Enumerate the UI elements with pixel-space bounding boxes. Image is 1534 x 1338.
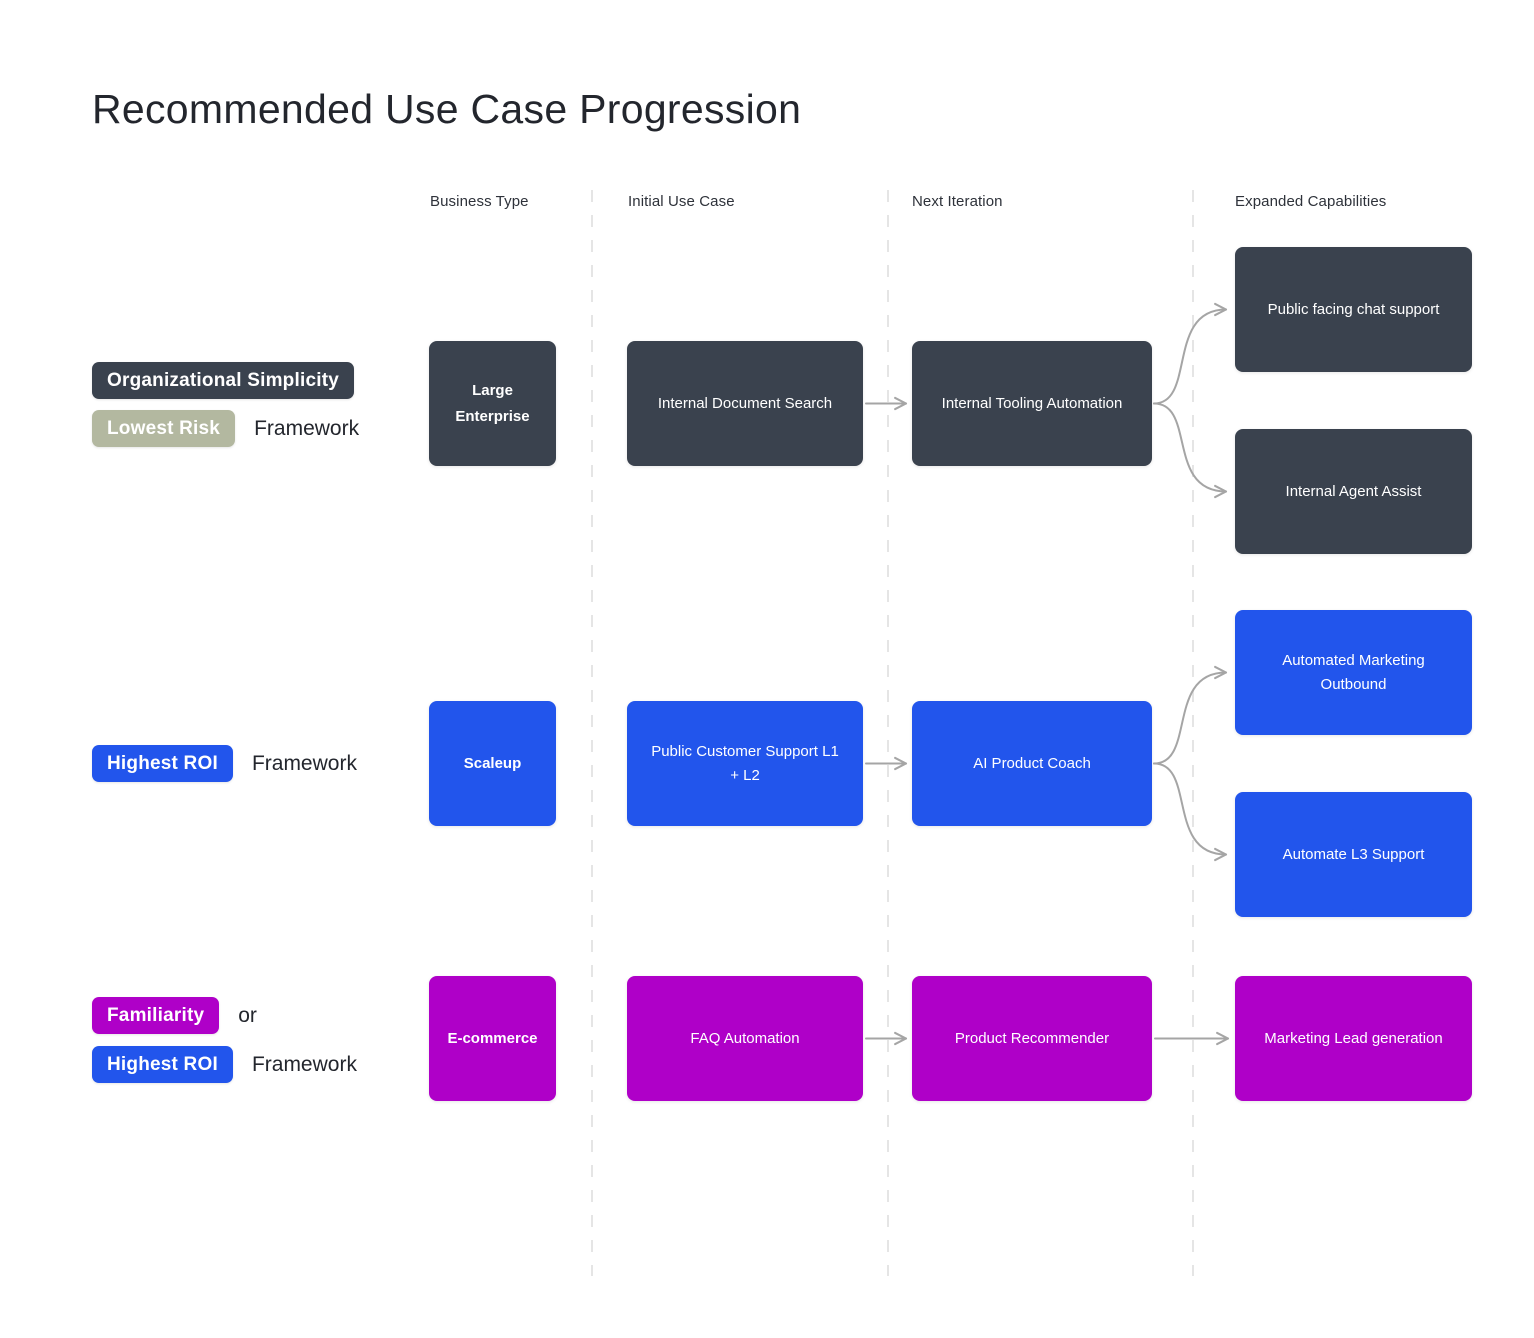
column-header-expanded-capabilities: Expanded Capabilities	[1235, 193, 1387, 210]
node-expanded-internal-agent-assist: Internal Agent Assist	[1235, 429, 1472, 554]
framework-line: Familiarity or	[92, 997, 357, 1034]
framework-text: or	[238, 1003, 257, 1027]
framework-pill-organizational-simplicity: Organizational Simplicity	[92, 362, 354, 399]
framework-label-row2: Highest ROI Framework	[92, 745, 357, 782]
node-next-iteration-internal-tooling-automation: Internal Tooling Automation	[912, 341, 1152, 466]
arrow-row2-fork-up	[1153, 665, 1228, 765]
framework-label-row3: Familiarity or Highest ROI Framework	[92, 997, 357, 1083]
framework-line: Lowest Risk Framework	[92, 410, 373, 447]
node-expanded-marketing-lead-generation: Marketing Lead generation	[1235, 976, 1472, 1101]
node-next-iteration-ai-product-coach: AI Product Coach	[912, 701, 1152, 826]
node-next-iteration-product-recommender: Product Recommender	[912, 976, 1152, 1101]
framework-pill-familiarity: Familiarity	[92, 997, 220, 1034]
framework-pill-lowest-risk: Lowest Risk	[92, 410, 236, 447]
column-header-business-type: Business Type	[430, 193, 529, 210]
arrow-row1-fork-up	[1153, 302, 1228, 405]
framework-text: Framework	[254, 416, 360, 440]
column-header-next-iteration: Next Iteration	[912, 193, 1003, 210]
framework-text: Framework	[251, 1052, 357, 1076]
node-initial-use-case-faq-automation: FAQ Automation	[627, 976, 863, 1101]
column-divider	[887, 190, 889, 1276]
column-header-initial-use-case: Initial Use Case	[628, 193, 735, 210]
node-business-type-large-enterprise: Large Enterprise	[429, 341, 556, 466]
node-business-type-scaleup: Scaleup	[429, 701, 556, 826]
page-title: Recommended Use Case Progression	[92, 86, 802, 132]
framework-line: Highest ROI Framework	[92, 1046, 357, 1083]
node-expanded-public-facing-chat-support: Public facing chat support	[1235, 247, 1472, 372]
node-initial-use-case-public-customer-support: Public Customer Support L1 + L2	[627, 701, 863, 826]
framework-pill-highest-roi: Highest ROI	[92, 745, 233, 782]
framework-line: Organizational Simplicity	[92, 362, 373, 399]
column-divider	[591, 190, 593, 1276]
framework-text: Framework	[251, 751, 357, 775]
node-initial-use-case-internal-document-search: Internal Document Search	[627, 341, 863, 466]
arrow-row2-fork-down	[1153, 762, 1228, 862]
framework-line: Highest ROI Framework	[92, 745, 357, 782]
framework-label-row1: Organizational Simplicity Lowest Risk Fr…	[92, 362, 373, 447]
framework-pill-highest-roi: Highest ROI	[92, 1046, 233, 1083]
column-divider	[1192, 190, 1194, 1276]
node-expanded-automated-marketing-outbound: Automated Marketing Outbound	[1235, 610, 1472, 735]
node-expanded-automate-l3-support: Automate L3 Support	[1235, 792, 1472, 917]
node-business-type-ecommerce: E-commerce	[429, 976, 556, 1101]
arrow-row1-fork-down	[1153, 402, 1228, 499]
